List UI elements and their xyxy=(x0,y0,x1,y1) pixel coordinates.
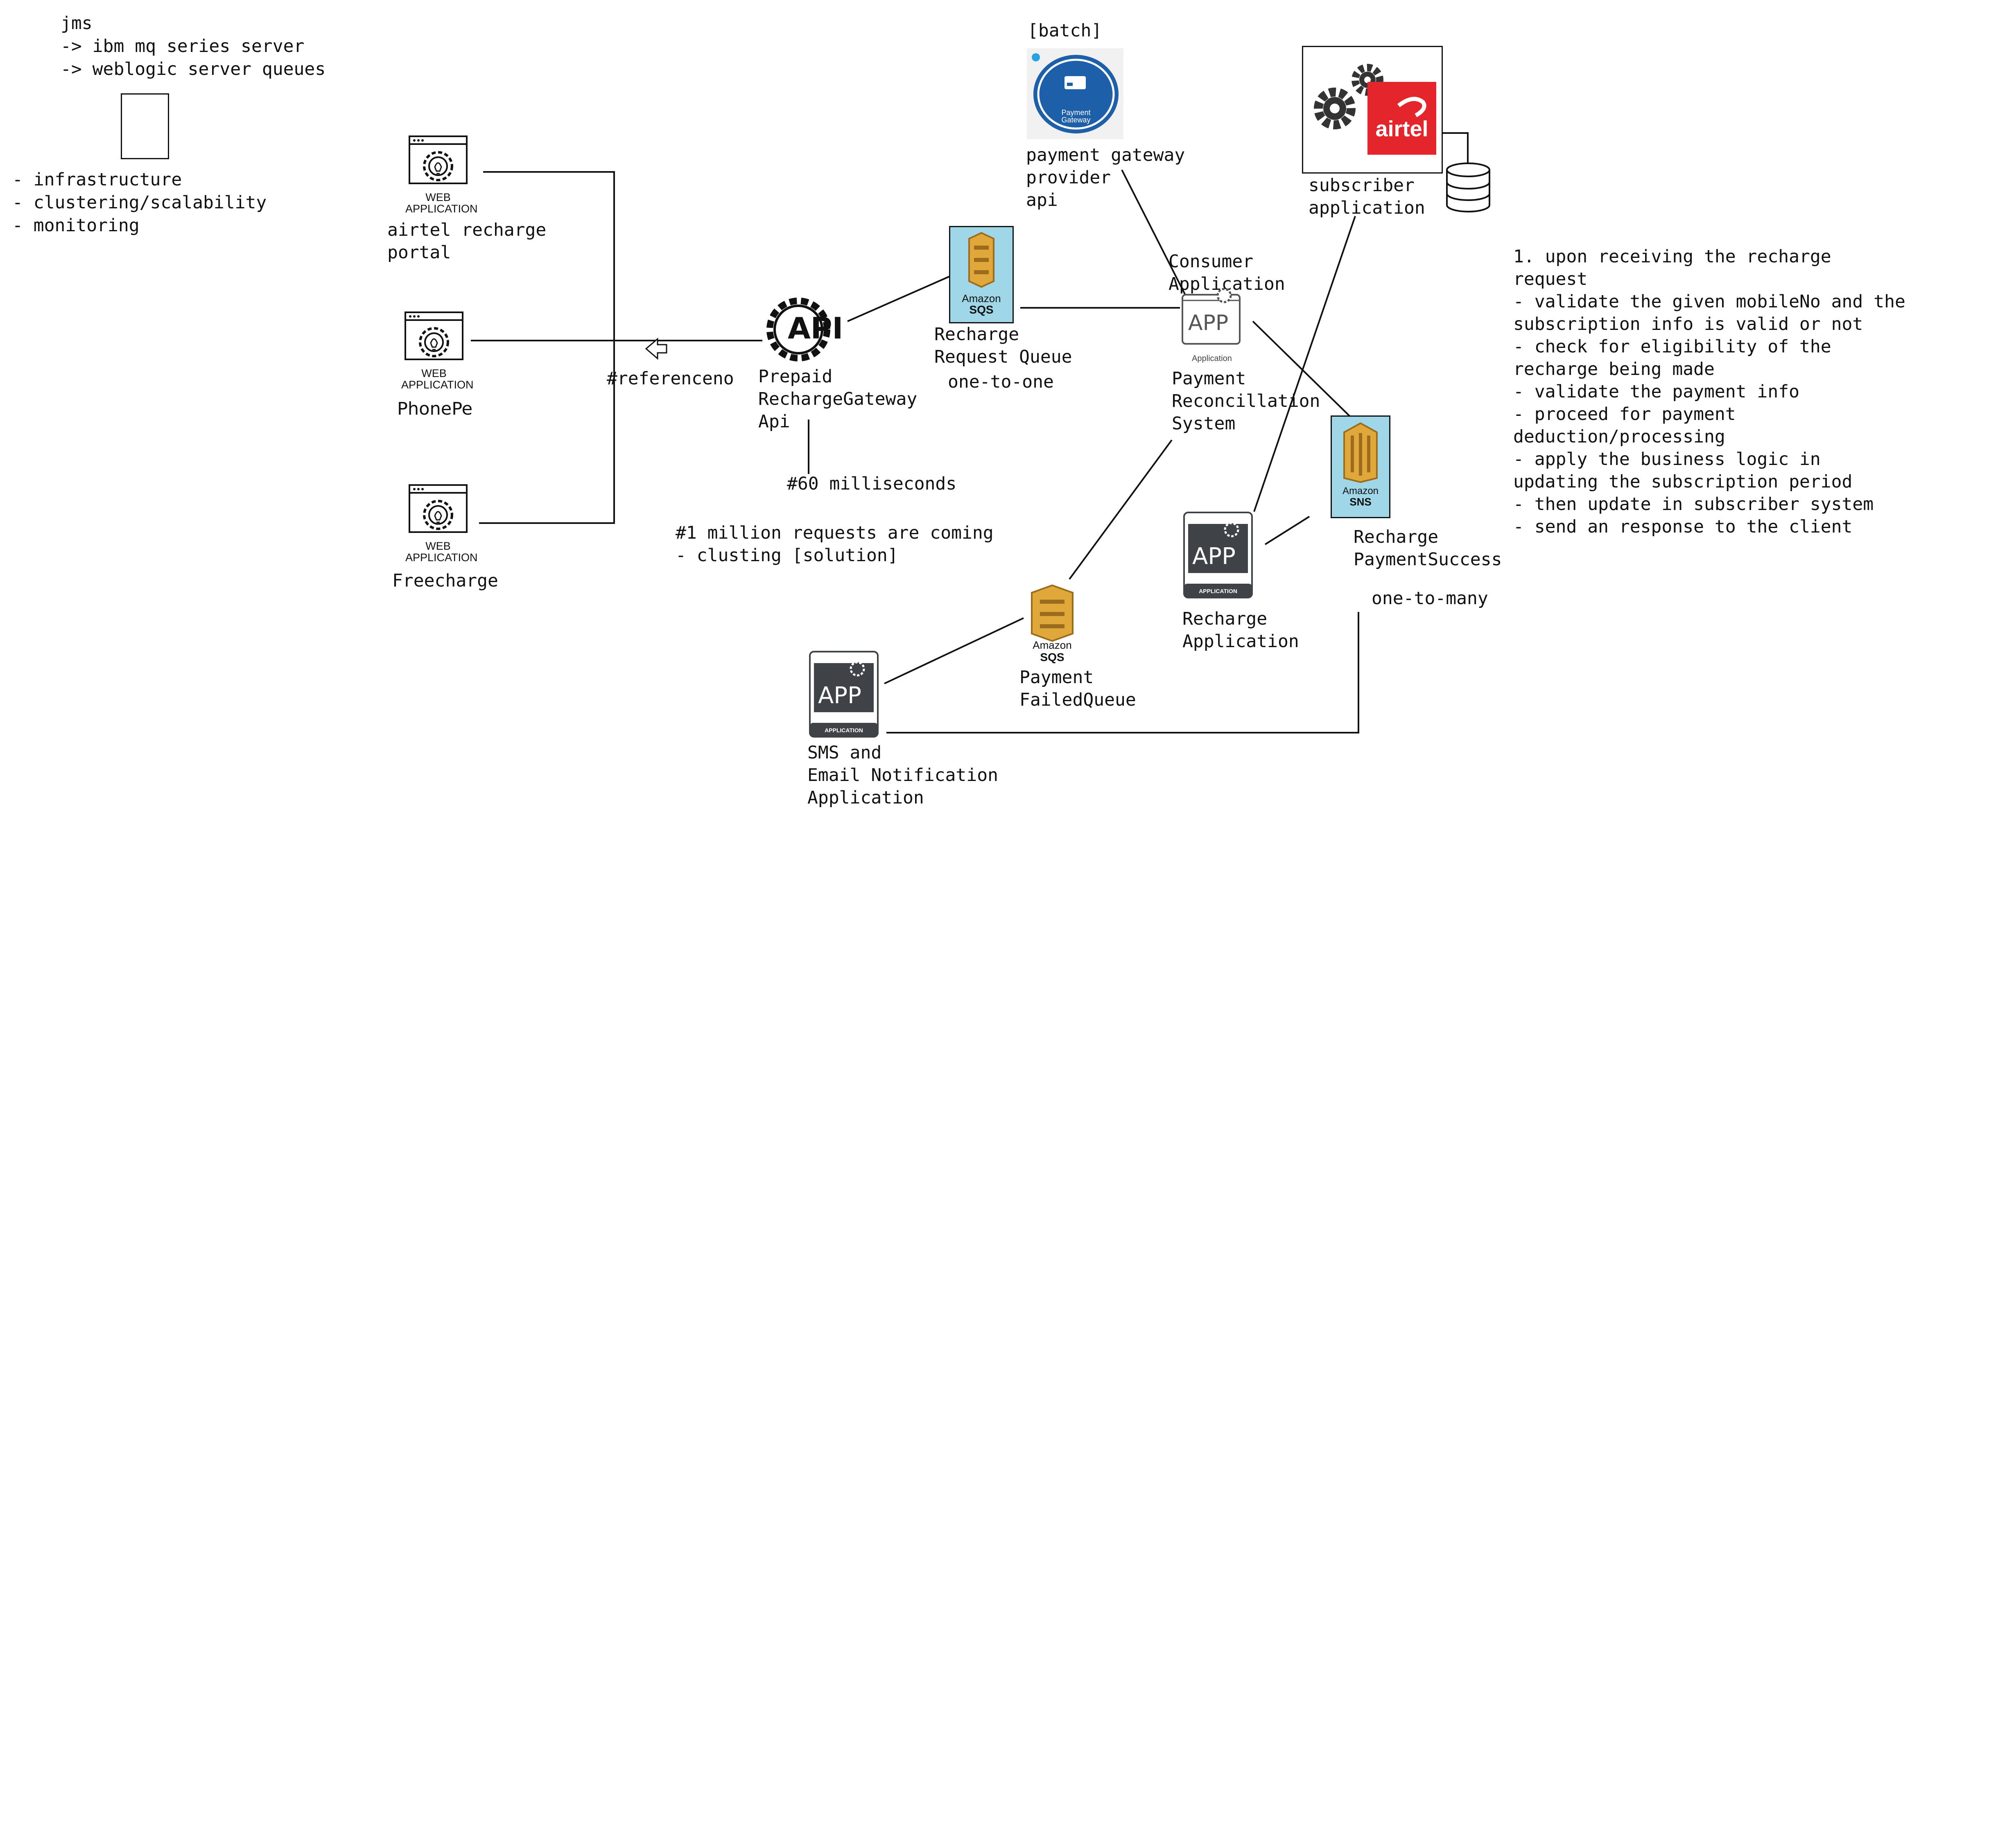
phonepe-label: PhonePe xyxy=(397,399,473,419)
reference-number-label: #referenceno xyxy=(607,368,734,389)
airtel-brand: airtel xyxy=(1375,117,1428,141)
edge-recharge-subscriber xyxy=(1253,216,1356,512)
edge-failed-notification xyxy=(884,617,1024,684)
edge-subscriber-db xyxy=(1441,132,1469,164)
jms-option-ibm: -> ibm mq series server xyxy=(61,36,305,56)
queue-server-placeholder xyxy=(121,93,169,159)
recharge-application-label: Recharge Application xyxy=(1182,609,1299,652)
application-tile-icon: APP APPLICATION xyxy=(809,651,879,738)
application-tile-icon: APP APPLICATION xyxy=(1183,512,1253,598)
sqs-service: SQS xyxy=(969,303,994,316)
web-application-icon: WEB APPLICATION xyxy=(405,483,478,565)
subscriber-application-label: subscriber application xyxy=(1309,175,1425,218)
svg-text:API: API xyxy=(788,311,843,345)
web-app-caption: WEB APPLICATION xyxy=(405,540,478,564)
edge-provider-reconciliation xyxy=(1121,169,1192,307)
processing-steps-note: 1. upon receiving the recharge request -… xyxy=(1513,246,1905,537)
database-icon xyxy=(1444,162,1494,215)
request-queue-mode: one-to-one xyxy=(948,372,1054,392)
airtel-recharge-portal-label: airtel recharge portal xyxy=(387,220,547,263)
application-caption: APPLICATION xyxy=(1199,588,1237,594)
load-note: #1 million requests are coming - clustin… xyxy=(676,523,994,566)
sns-topic-icon: Amazon SNS xyxy=(1331,415,1390,518)
application-caption: APPLICATION xyxy=(825,727,863,733)
payment-provider-label: payment gateway provider api xyxy=(1026,145,1185,210)
sqs-service: SQS xyxy=(1040,651,1065,663)
payment-success-mode: one-to-many xyxy=(1372,588,1488,609)
sqs-brand: Amazon xyxy=(1033,639,1072,651)
svg-text:APP: APP xyxy=(1188,311,1228,335)
failed-queue-label: Payment FailedQueue xyxy=(1019,667,1136,710)
jms-option-weblogic: -> weblogic server queues xyxy=(61,59,326,79)
sqs-queue-icon: Amazon SQS xyxy=(949,226,1014,323)
sqs-queue-icon: Amazon SQS xyxy=(1019,581,1085,667)
application-caption: Application xyxy=(1192,354,1232,363)
sqs-brand: Amazon xyxy=(962,292,1001,305)
payment-success-label: Recharge PaymentSuccess xyxy=(1354,527,1502,570)
edge-recharge-sns xyxy=(1264,516,1310,545)
return-arrow-icon xyxy=(645,337,667,360)
payment-gateway-logo-icon: Payment Gateway xyxy=(1027,48,1123,139)
freecharge-label: Freecharge xyxy=(392,571,498,591)
request-queue-label: Recharge Request Queue xyxy=(934,324,1072,367)
notification-application-label: SMS and Email Notification Application xyxy=(807,742,998,808)
reconciliation-label: Payment Reconcillation System xyxy=(1172,368,1320,434)
concern-infrastructure: - infrastructure xyxy=(12,169,182,190)
api-gear-icon: API xyxy=(762,293,844,366)
batch-tag: [batch] xyxy=(1028,20,1102,41)
concern-clustering: - clustering/scalability xyxy=(12,192,267,213)
web-app-caption: WEB APPLICATION xyxy=(405,191,478,215)
edge-airtel-portal xyxy=(479,171,615,524)
svg-text:APP: APP xyxy=(1192,543,1236,570)
airtel-logo-icon: airtel xyxy=(1367,82,1436,155)
web-app-caption: WEB APPLICATION xyxy=(401,367,474,391)
payment-gateway-logo-text: Payment Gateway xyxy=(1061,108,1091,124)
svg-text:APP: APP xyxy=(818,682,861,709)
jms-title: jms xyxy=(61,13,93,34)
latency-note: #60 milliseconds xyxy=(787,474,957,494)
edge-reconciliation-failed xyxy=(1069,439,1173,580)
gateway-label: Prepaid RechargeGateway Api xyxy=(758,366,918,432)
concern-monitoring: - monitoring xyxy=(12,215,140,236)
edge-gateway-queue xyxy=(847,275,950,322)
web-application-icon: WEB APPLICATION xyxy=(401,310,474,392)
edge-sns-notification xyxy=(886,612,1359,733)
sns-service: SNS xyxy=(1349,496,1372,508)
sns-brand: Amazon xyxy=(1342,485,1379,496)
application-window-icon: APP Application xyxy=(1179,287,1245,368)
web-application-icon: WEB APPLICATION xyxy=(405,134,478,216)
